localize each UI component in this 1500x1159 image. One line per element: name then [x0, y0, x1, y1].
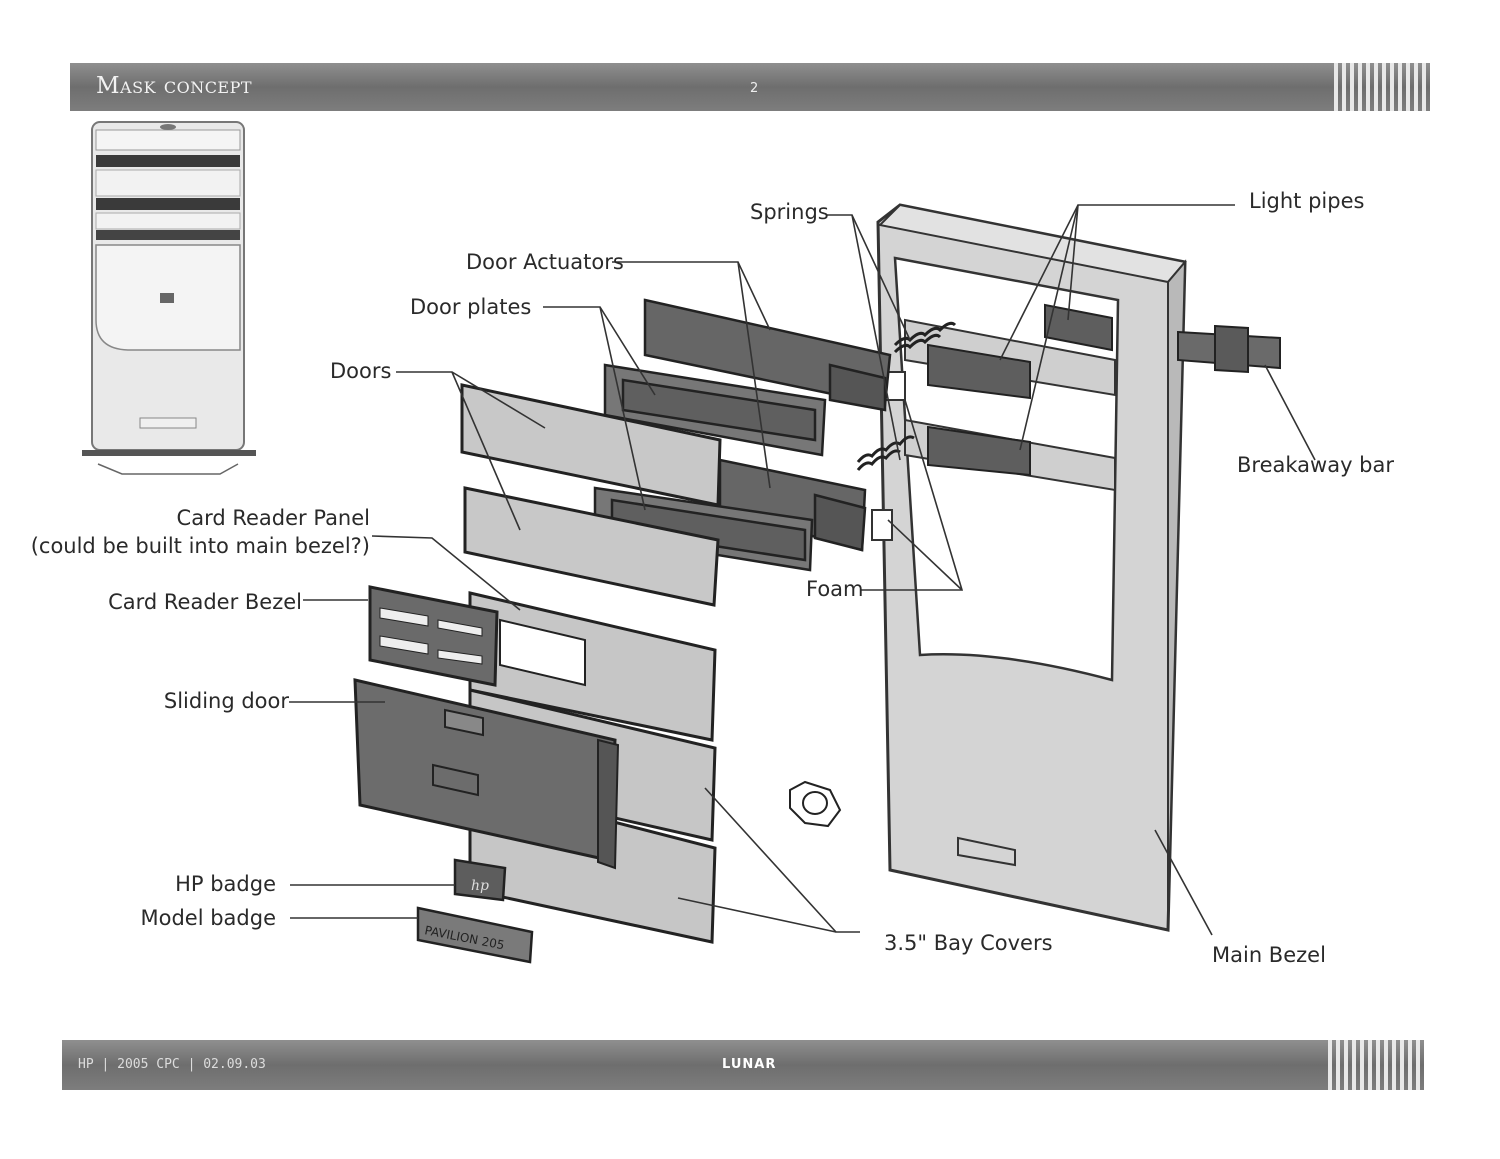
page-number: 2 [750, 81, 759, 96]
door-actuators [643, 298, 892, 552]
label-door-plates: Door plates [410, 295, 532, 319]
label-sliding-door: Sliding door [163, 689, 289, 713]
header-bar: Mask concept 2 [70, 63, 1430, 111]
label-card-reader-bezel: Card Reader Bezel [108, 590, 302, 614]
screw [789, 780, 842, 828]
tower-thumbnail [82, 121, 256, 475]
label-springs: Springs [750, 200, 829, 224]
label-bay-covers: 3.5" Bay Covers [884, 931, 1053, 955]
barcode-stripes [1334, 63, 1430, 111]
label-card-reader-panel-note: (could be built into main bezel?) [30, 534, 370, 558]
label-light-pipes: Light pipes [1249, 189, 1365, 213]
card-reader-bezel [368, 585, 499, 687]
model-badge: PAVILION 205 [416, 906, 534, 964]
breakaway-bar [1177, 324, 1281, 374]
label-main-bezel: Main Bezel [1212, 943, 1326, 967]
footer-project-info: HP | 2005 CPC | 02.09.03 [78, 1057, 266, 1072]
light-pipes [927, 303, 1113, 477]
hp-badge-text: hp [471, 878, 489, 894]
hp-logo-icon [160, 293, 174, 303]
label-model-badge: Model badge [140, 906, 276, 930]
label-doors: Doors [330, 359, 392, 383]
label-card-reader-panel: Card Reader Panel [176, 506, 370, 530]
springs [856, 321, 957, 471]
barcode-stripes [1328, 1040, 1424, 1090]
label-hp-badge: HP badge [175, 872, 276, 896]
main-bezel [876, 203, 1187, 932]
leader-lines [289, 204, 1316, 936]
foam [871, 371, 906, 541]
label-breakaway-bar: Breakaway bar [1237, 453, 1395, 477]
label-foam: Foam [806, 577, 864, 601]
hp-badge: hp [453, 858, 507, 902]
door-plates [593, 363, 827, 572]
footer-bar: HP | 2005 CPC | 02.09.03 LUNAR [62, 1040, 1424, 1090]
card-reader-panel [468, 591, 717, 742]
label-door-actuators: Door Actuators [466, 250, 624, 274]
doors [460, 383, 722, 607]
lunar-logo: LUNAR [722, 1057, 777, 1072]
page-title: Mask concept [96, 73, 253, 99]
sliding-door [353, 678, 620, 870]
